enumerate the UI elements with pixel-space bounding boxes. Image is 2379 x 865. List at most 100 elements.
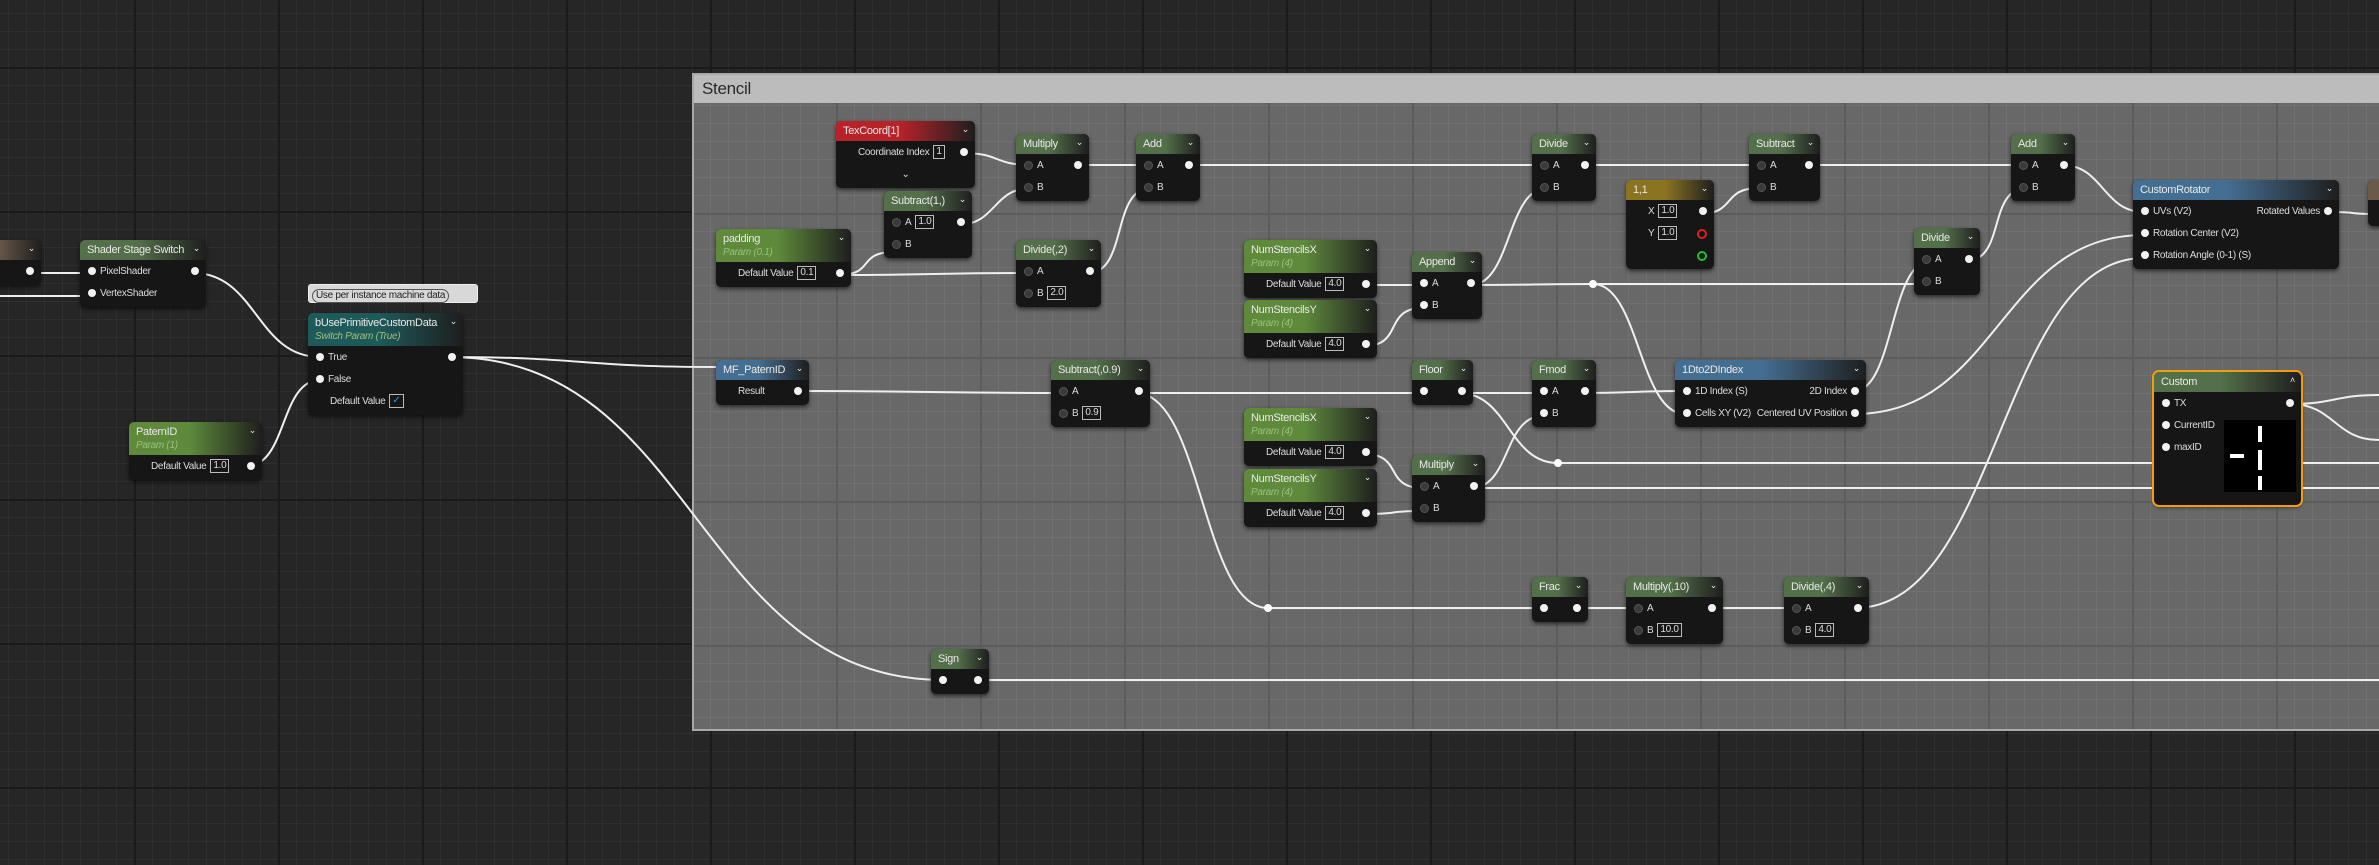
input-pin-icon[interactable] (2162, 443, 2170, 451)
value-field[interactable]: 1.0 (1658, 204, 1678, 218)
input-pin-icon[interactable] (1683, 387, 1691, 395)
node-header[interactable]: Divide(,4)⌄ (1784, 577, 1869, 597)
output-pin-icon[interactable] (1697, 251, 1707, 261)
input-pin-icon[interactable] (1757, 160, 1766, 170)
output-pin-icon[interactable] (1708, 604, 1716, 612)
output-pin-icon[interactable] (1573, 604, 1581, 612)
output-pin-icon[interactable] (1851, 387, 1859, 395)
chevron-down-icon[interactable]: ⌄ (192, 243, 201, 253)
node-comment-bubble[interactable]: Use per instance machine data (308, 284, 478, 303)
chevron-down-icon[interactable]: ⌄ (1186, 137, 1195, 147)
input-pin-icon[interactable] (1420, 387, 1428, 395)
node-header[interactable]: Multiply⌄ (1016, 134, 1089, 154)
input-pin-icon[interactable] (892, 217, 901, 227)
chevron-down-icon[interactable]: ⌄ (1075, 137, 1084, 147)
output-pin-icon[interactable] (960, 148, 968, 156)
input-pin-icon[interactable] (1792, 625, 1801, 635)
node-header[interactable]: MF_PaternID⌄ (716, 360, 809, 380)
output-pin-icon[interactable] (1851, 409, 1859, 417)
input-pin-icon[interactable] (1683, 409, 1691, 417)
input-pin-icon[interactable] (316, 353, 324, 361)
output-pin-icon[interactable] (1581, 161, 1589, 169)
output-pin-icon[interactable] (1699, 207, 1707, 215)
comment-title[interactable]: Stencil (694, 75, 2379, 103)
chevron-down-icon[interactable]: ⌄ (27, 243, 36, 253)
input-pin-icon[interactable] (1024, 266, 1033, 276)
chevron-down-icon[interactable]: ⌄ (1363, 472, 1372, 482)
input-pin-icon[interactable] (2141, 229, 2149, 237)
node-header[interactable]: Multiply(,10)⌄ (1626, 577, 1723, 597)
chevron-down-icon[interactable]: ⌄ (795, 363, 804, 373)
input-pin-icon[interactable] (1634, 625, 1643, 635)
node-sign[interactable]: Sign⌄ (931, 649, 989, 694)
node-header[interactable]: Subtract⌄ (1749, 134, 1820, 154)
value-field[interactable]: 0.9 (1082, 406, 1102, 420)
input-pin-icon[interactable] (1922, 276, 1931, 286)
input-pin-icon[interactable] (1634, 603, 1643, 613)
input-pin-icon[interactable] (316, 375, 324, 383)
input-pin-icon[interactable] (1059, 408, 1068, 418)
input-pin-icon[interactable] (1757, 182, 1766, 192)
output-pin-icon[interactable] (1581, 387, 1589, 395)
chevron-down-icon[interactable]: ⌄ (1363, 411, 1372, 421)
input-pin-icon[interactable] (1420, 279, 1428, 287)
output-pin-icon[interactable] (1185, 161, 1193, 169)
output-pin-icon[interactable] (794, 387, 802, 395)
value-field[interactable]: 10.0 (1657, 623, 1682, 637)
input-pin-icon[interactable] (1540, 182, 1549, 192)
input-pin-icon[interactable] (2019, 160, 2028, 170)
input-pin-icon[interactable] (939, 676, 947, 684)
node-header[interactable]: Add⌄ (2011, 134, 2075, 154)
output-pin-icon[interactable] (836, 269, 844, 277)
chevron-down-icon[interactable]: ⌄ (1363, 303, 1372, 313)
value-field[interactable]: 4.0 (1325, 337, 1345, 351)
output-pin-icon[interactable] (2324, 207, 2332, 215)
chevron-down-icon[interactable]: ⌄ (1806, 137, 1815, 147)
input-pin-icon[interactable] (1922, 254, 1931, 264)
input-pin-icon[interactable] (2162, 421, 2170, 429)
chevron-down-icon[interactable]: ⌄ (1087, 243, 1096, 253)
node-frac[interactable]: Frac⌄ (1532, 577, 1588, 622)
input-pin-icon[interactable] (1144, 160, 1153, 170)
value-field[interactable]: 0.1 (797, 266, 817, 280)
node-header[interactable]: Floor⌄ (1412, 360, 1473, 380)
output-pin-icon[interactable] (191, 267, 199, 275)
output-pin-icon[interactable] (2060, 161, 2068, 169)
node-header[interactable]: Frac⌄ (1532, 577, 1588, 597)
value-field[interactable]: 1.0 (210, 459, 230, 473)
input-pin-icon[interactable] (1144, 182, 1153, 192)
output-pin-icon[interactable] (1467, 279, 1475, 287)
input-pin-icon[interactable] (1420, 503, 1429, 513)
value-field[interactable]: 1.0 (915, 215, 935, 229)
output-pin-icon[interactable] (1074, 161, 1082, 169)
value-field[interactable]: 1 (933, 145, 945, 159)
chevron-down-icon[interactable]: ⌄ (1582, 137, 1591, 147)
value-field[interactable]: 1.0 (1658, 226, 1678, 240)
output-pin-icon[interactable] (957, 218, 965, 226)
node-header[interactable]: CustomRotator⌄ (2133, 180, 2339, 200)
node-header[interactable]: ator⌄ (0, 240, 41, 260)
input-pin-icon[interactable] (1540, 160, 1549, 170)
output-pin-icon[interactable] (1135, 387, 1143, 395)
chevron-down-icon[interactable]: ⌄ (961, 124, 970, 134)
chevron-down-icon[interactable]: ⌄ (2325, 183, 2334, 193)
value-field[interactable]: 4.0 (1815, 623, 1835, 637)
wire[interactable] (448, 356, 717, 368)
value-field[interactable]: 4.0 (1325, 506, 1345, 520)
node-header[interactable]: Append⌄ (1412, 252, 1482, 272)
